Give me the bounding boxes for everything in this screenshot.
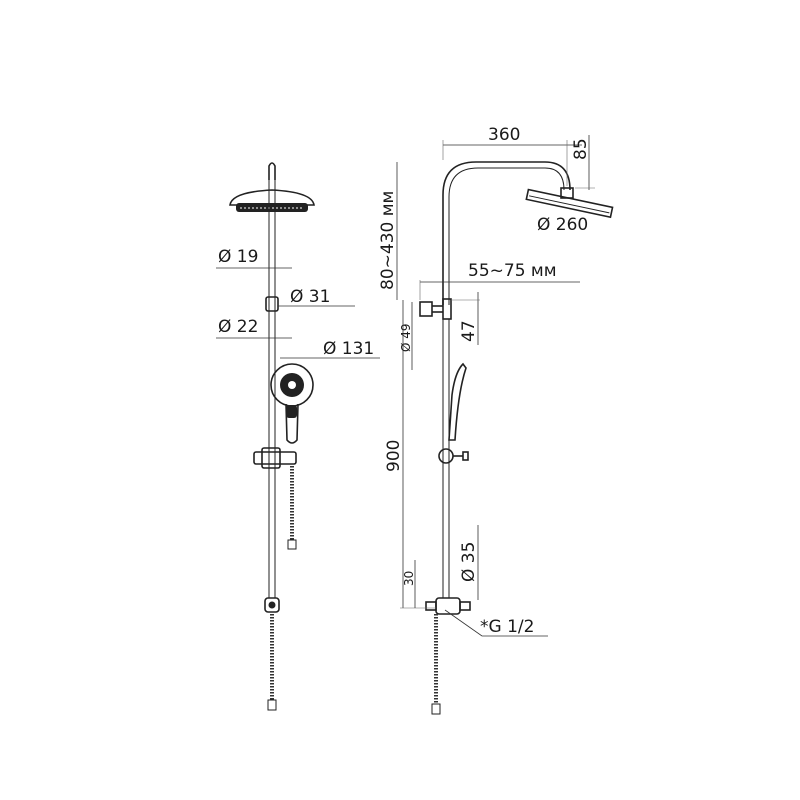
front-rain-head [229,189,315,212]
label-d22: Ø 22 [218,317,258,337]
side-view: 360 85 Ø 260 80~430 мм 55~75 мм Ø 49 47 … [378,125,614,715]
front-hose-lower-end [267,699,277,711]
dim-line-thread [444,609,483,637]
label-total-height: 900 [384,440,404,472]
front-view: Ø 19 Ø 31 Ø 22 Ø 131 [216,162,380,711]
label-d35: Ø 35 [459,542,479,582]
label-d30: 30 [402,571,416,586]
side-slider [438,448,469,464]
label-head-diameter: Ø 260 [537,215,588,235]
front-slider [253,447,297,469]
front-diverter [264,597,280,613]
side-hose-end [431,703,441,715]
front-hose-end [287,539,297,550]
front-hand-shower [270,363,314,444]
label-height-adjust: 80~430 мм [378,191,398,290]
label-head-drop: 85 [571,138,591,160]
label-d31: Ø 31 [290,287,330,307]
label-arm-length: 360 [488,125,520,145]
side-diverter [425,597,471,615]
front-rail-top-cap [268,162,276,180]
label-thread: *G 1/2 [480,617,534,637]
label-wall-offset: 55~75 мм [468,261,557,281]
label-d131: Ø 131 [323,339,374,359]
side-rain-head [525,188,614,219]
front-rail-holder [265,296,279,312]
label-d49: Ø 49 [399,323,413,352]
label-d47: 47 [459,320,479,342]
side-wall-bracket [419,298,452,320]
side-hand-shower [448,362,467,441]
label-d19: Ø 19 [218,247,258,267]
